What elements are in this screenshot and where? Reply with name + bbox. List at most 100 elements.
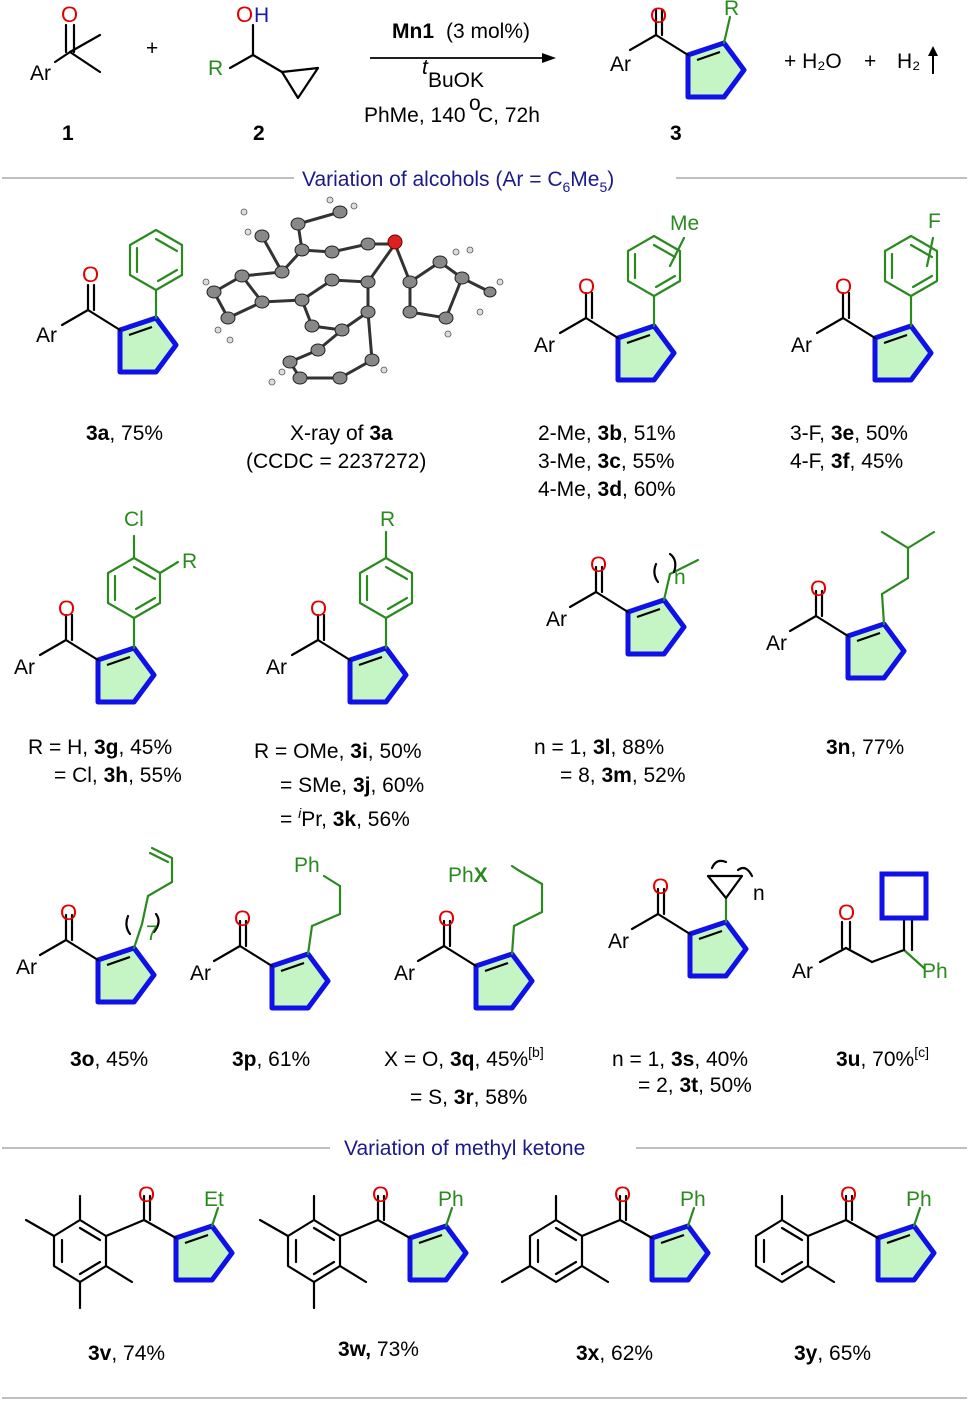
plus-sign: + [146,37,158,60]
3o-ar-label: Ar [16,956,37,979]
3v-oxygen: O [138,1182,155,1207]
product-3-number: 3 [670,122,682,145]
caption-3e: 3-F, 3e, 50% [790,422,908,445]
3x-ph-label: Ph [680,1188,706,1211]
3v-et-label: Et [204,1188,224,1211]
compound-3g-3h: O Ar [14,534,180,702]
caption-3o: 3o, 45% [70,1048,148,1071]
reactant-2-hydroxyl-h: H [254,4,269,27]
product-3-r-label: R [724,0,739,20]
3w-oxygen: O [372,1182,389,1207]
3lm-oxygen: O [590,552,607,577]
3gh-chloro-label: Cl [124,508,144,531]
compound-3y: O Ph [754,1182,934,1284]
caption-3h: = Cl, 3h, 55% [54,764,182,787]
3st-oxygen: O [652,874,669,899]
caption-3x: 3x, 62% [576,1342,653,1365]
3n-oxygen: O [810,576,827,601]
caption-3w: 3w, 73% [338,1338,419,1361]
reaction-arrow-conditions: Mn1 (3 mol%) t BuOK PhMe, 140 o C, 72h [364,20,556,127]
caption-3p: 3p, 61% [232,1048,310,1071]
caption-3g: R = H, 3g, 45% [28,736,172,759]
3u-ph-label: Ph [922,960,948,983]
3n-ar-label: Ar [766,632,787,655]
compound-3b-3d: O Ar [534,234,686,380]
compound-3q-3r: O Ar [394,864,544,1008]
3ijk-ar-label: Ar [266,656,287,679]
compound-3a: O Ar [36,228,184,372]
3p-ar-label: Ar [190,962,211,985]
gas-evolution-arrow-head [928,46,938,56]
caption-3u: 3u, 70%[c] [836,1044,929,1071]
3qr-phx-label: PhX [448,864,488,887]
3a-oxygen: O [82,262,99,287]
3bcd-methyl-label: Me [670,212,699,235]
byproduct-plus: + [864,50,876,73]
reactant-2-cyclopropyl-alcohol: O H R 2 [208,2,320,145]
caption-3n: 3n, 77% [826,736,904,759]
section-title-alcohols: Variation of alcohols (Ar = C6Me5) [302,168,614,195]
3ef-oxygen: O [835,274,852,299]
caption-ccdc: (CCDC = 2237272) [246,450,426,473]
3bcd-oxygen: O [578,274,595,299]
product-3-oxygen: O [650,3,667,28]
compound-3u: O Ar Ph [792,871,948,983]
caption-3d: 4-Me, 3d, 60% [538,478,676,501]
3o-oxygen: O [60,900,77,925]
3w-ph-label: Ph [438,1188,464,1211]
caption-3b: 2-Me, 3b, 51% [538,422,676,445]
caption-3k: = iPr, 3k, 56% [280,805,410,831]
caption-3t: = 2, 3t, 50% [638,1074,752,1097]
caption-xray: X-ray of 3a [290,422,393,445]
caption-3s: n = 1, 3s, 40% [612,1048,748,1071]
reactant-2-r-label: R [208,57,223,80]
reactant-1-ar-label: Ar [30,62,51,85]
3qr-ar-label: Ar [394,962,415,985]
3ijk-r-label: R [380,508,395,531]
reactant-1-number: 1 [62,122,74,145]
3ef-fluoro-label: F [928,210,941,233]
caption-3j: = SMe, 3j, 60% [280,774,424,797]
3u-oxygen: O [838,900,855,925]
3gh-oxygen: O [58,596,75,621]
compound-3e-3f: O Ar [791,234,939,380]
3u-ar-label: Ar [792,960,813,983]
caption-3v: 3v, 74% [88,1342,165,1365]
3gh-ar-label: Ar [14,656,35,679]
conditions-degree: o [469,92,481,115]
caption-3f: 4-F, 3f, 45% [790,450,903,473]
caption-3y: 3y, 65% [794,1342,871,1365]
reactant-2-number: 2 [253,122,265,145]
byproduct-water: + H₂O [784,50,842,73]
3p-ph-label: Ph [294,854,320,877]
base-superscript: t [422,56,429,79]
caption-3c: 3-Me, 3c, 55% [538,450,675,473]
3gh-r-label: R [182,550,197,573]
3p-oxygen: O [234,906,251,931]
3lm-ar-label: Ar [546,608,567,631]
3st-ar-label: Ar [608,930,629,953]
byproduct-hydrogen: H₂ [897,50,920,73]
xray-structure-3a [202,196,504,386]
catalyst-loading: (3 mol%) [446,20,530,43]
conditions-time: C, 72h [478,104,540,127]
compound-3p: O Ar [190,874,342,1008]
reactant-1-methyl-ketone: O Ar 1 [30,2,102,145]
product-3-general: O Ar R [610,0,744,97]
3ef-ar-label: Ar [791,334,812,357]
3ijk-oxygen: O [310,596,327,621]
compound-3w: O Ph [258,1182,466,1310]
section-title-ketones: Variation of methyl ketone [344,1137,585,1160]
3y-ph-label: Ph [906,1188,932,1211]
3o-seven-label: 7 [146,922,158,945]
reactant-2-oxygen: O [236,2,253,27]
product-3-ar-label: Ar [610,53,631,76]
caption-3r: = S, 3r, 58% [410,1086,527,1109]
compound-3v: O Et [24,1182,232,1310]
3qr-oxygen: O [438,906,455,931]
catalyst-name: Mn1 [392,20,434,43]
caption-3l: n = 1, 3l, 88% [534,736,664,759]
3st-n-label: n [753,882,765,905]
compound-3s-3t: O Ar [608,859,754,976]
